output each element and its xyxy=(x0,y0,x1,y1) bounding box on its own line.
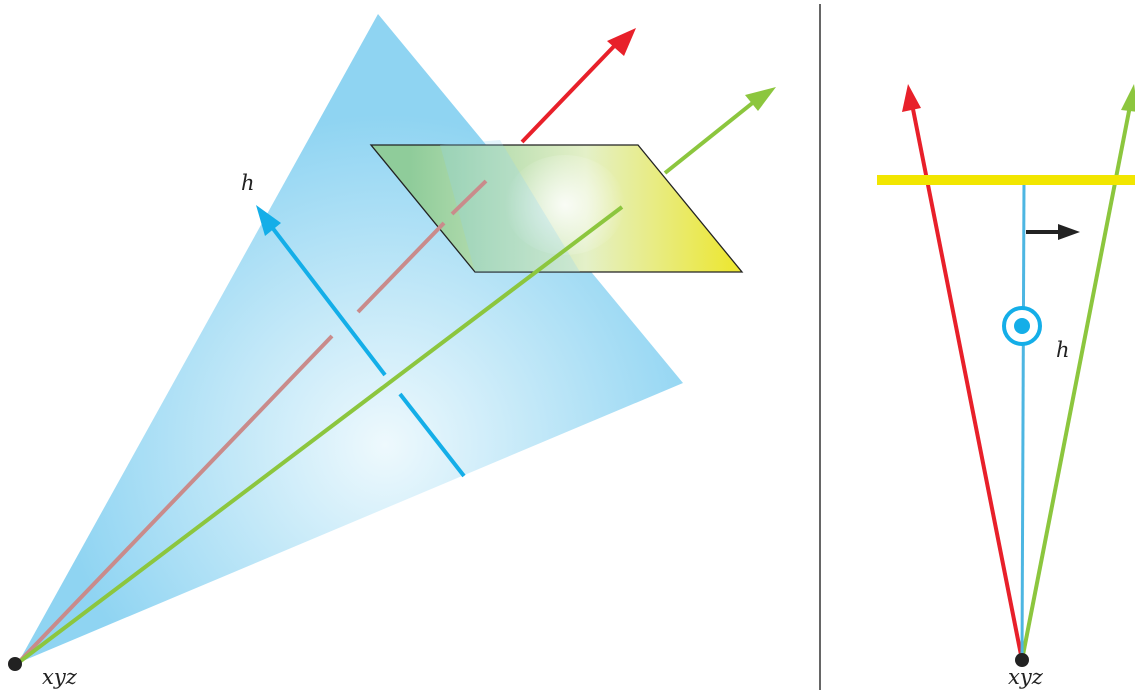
right-origin-label: xyz xyxy=(1008,665,1044,689)
right-origin-point xyxy=(1015,653,1029,667)
left-normal-label: h xyxy=(241,171,255,195)
direction-arrowhead xyxy=(1058,224,1080,240)
normal-h-lower xyxy=(398,392,466,478)
right-normal-label: h xyxy=(1056,338,1070,362)
right-red-arrowhead xyxy=(902,84,921,112)
normal-h-arrowhead xyxy=(256,205,281,236)
pink-ray-mid xyxy=(356,221,446,314)
normal-h-upper xyxy=(266,220,387,377)
view-triangle xyxy=(18,14,683,663)
plane-overlap-tint xyxy=(440,140,580,272)
pink-ray-lower xyxy=(16,334,334,665)
left-origin-label: xyz xyxy=(42,665,78,689)
left-panel: xyz h xyxy=(8,14,776,689)
right-green-ray xyxy=(1020,105,1132,661)
green-ray-lower xyxy=(16,205,624,665)
left-origin-point xyxy=(8,657,22,671)
right-red-ray xyxy=(910,103,1024,661)
plane-highlight xyxy=(505,155,625,255)
red-ray-arrowhead xyxy=(607,28,636,56)
green-ray-arrowhead xyxy=(745,87,776,111)
right-blue-line xyxy=(1020,180,1026,661)
normal-out-of-page-dot xyxy=(1014,318,1030,334)
green-ray-upper xyxy=(663,95,762,175)
pink-ray-upper xyxy=(450,179,488,216)
right-panel: xyz h xyxy=(877,84,1135,689)
red-ray xyxy=(520,38,622,144)
right-green-arrowhead xyxy=(1121,84,1135,112)
